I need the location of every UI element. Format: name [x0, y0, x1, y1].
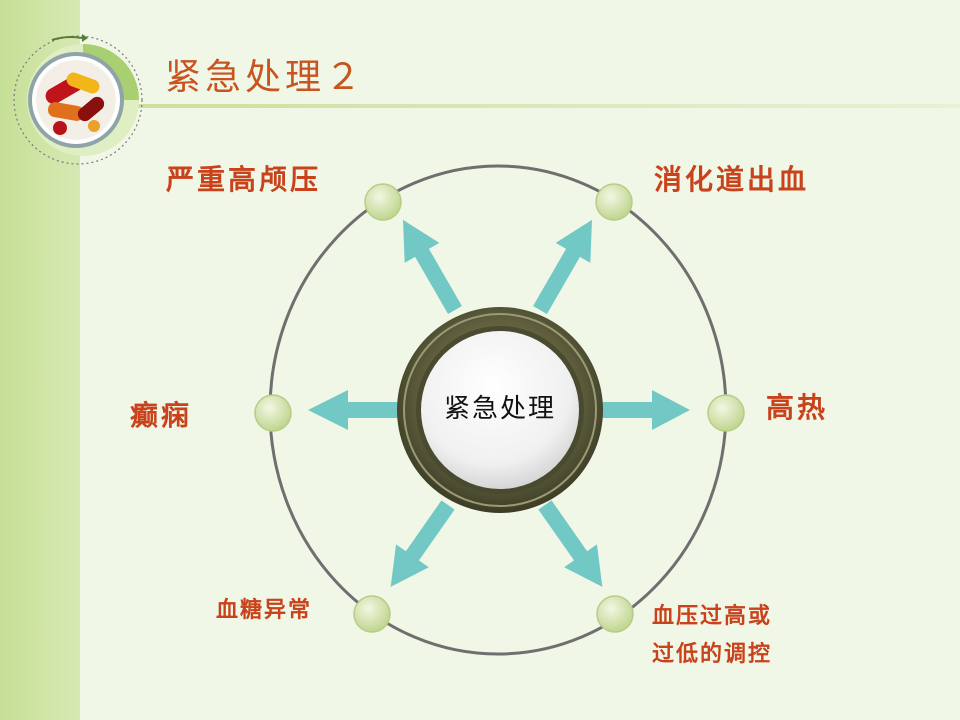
node-dot-top-left — [364, 183, 402, 221]
arrow-right — [590, 390, 690, 430]
arrow-up-left — [403, 219, 462, 314]
node-dot-bottom-left — [353, 595, 391, 633]
node-label-bottom-right-line2: 过低的调控 — [652, 641, 773, 667]
node-dot-top-right — [595, 183, 633, 221]
node-dot-bottom-right — [596, 595, 634, 633]
center-label: 紧急处理 — [443, 394, 556, 424]
arrows — [308, 219, 690, 587]
node-label-bottom-right-line1: 血压过高或 — [652, 603, 773, 629]
node-label-top-right: 消化道出血 — [654, 163, 810, 196]
arrow-left — [308, 390, 410, 430]
node-dots — [254, 183, 745, 633]
node-label-right: 高热 — [766, 391, 829, 424]
arrow-down-right — [538, 500, 603, 587]
node-dot-right — [707, 394, 745, 432]
arrow-up-right — [533, 219, 592, 314]
arrow-down-left — [390, 500, 455, 587]
node-label-top-left: 严重高颅压 — [166, 163, 322, 196]
node-dot-left — [254, 394, 292, 432]
pills-capsules-icon — [13, 34, 143, 165]
slide-title: 紧急处理２ — [165, 57, 366, 98]
title-underline — [80, 104, 960, 108]
node-label-bottom-left: 血糖异常 — [216, 597, 313, 623]
center-hub — [397, 307, 603, 513]
node-label-left: 癫痫 — [130, 399, 193, 432]
